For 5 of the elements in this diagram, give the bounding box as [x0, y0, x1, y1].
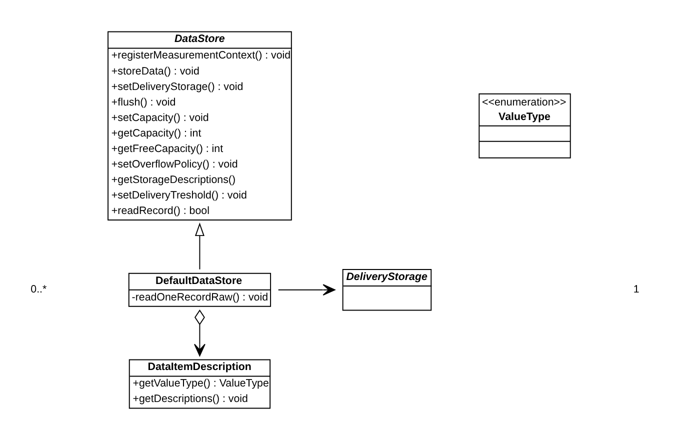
- arrow: [278, 284, 336, 296]
- label: 1: [633, 283, 640, 296]
- arrow: [194, 222, 204, 270]
- label: 0..*: [30, 283, 47, 296]
- arrow: [194, 309, 206, 356]
